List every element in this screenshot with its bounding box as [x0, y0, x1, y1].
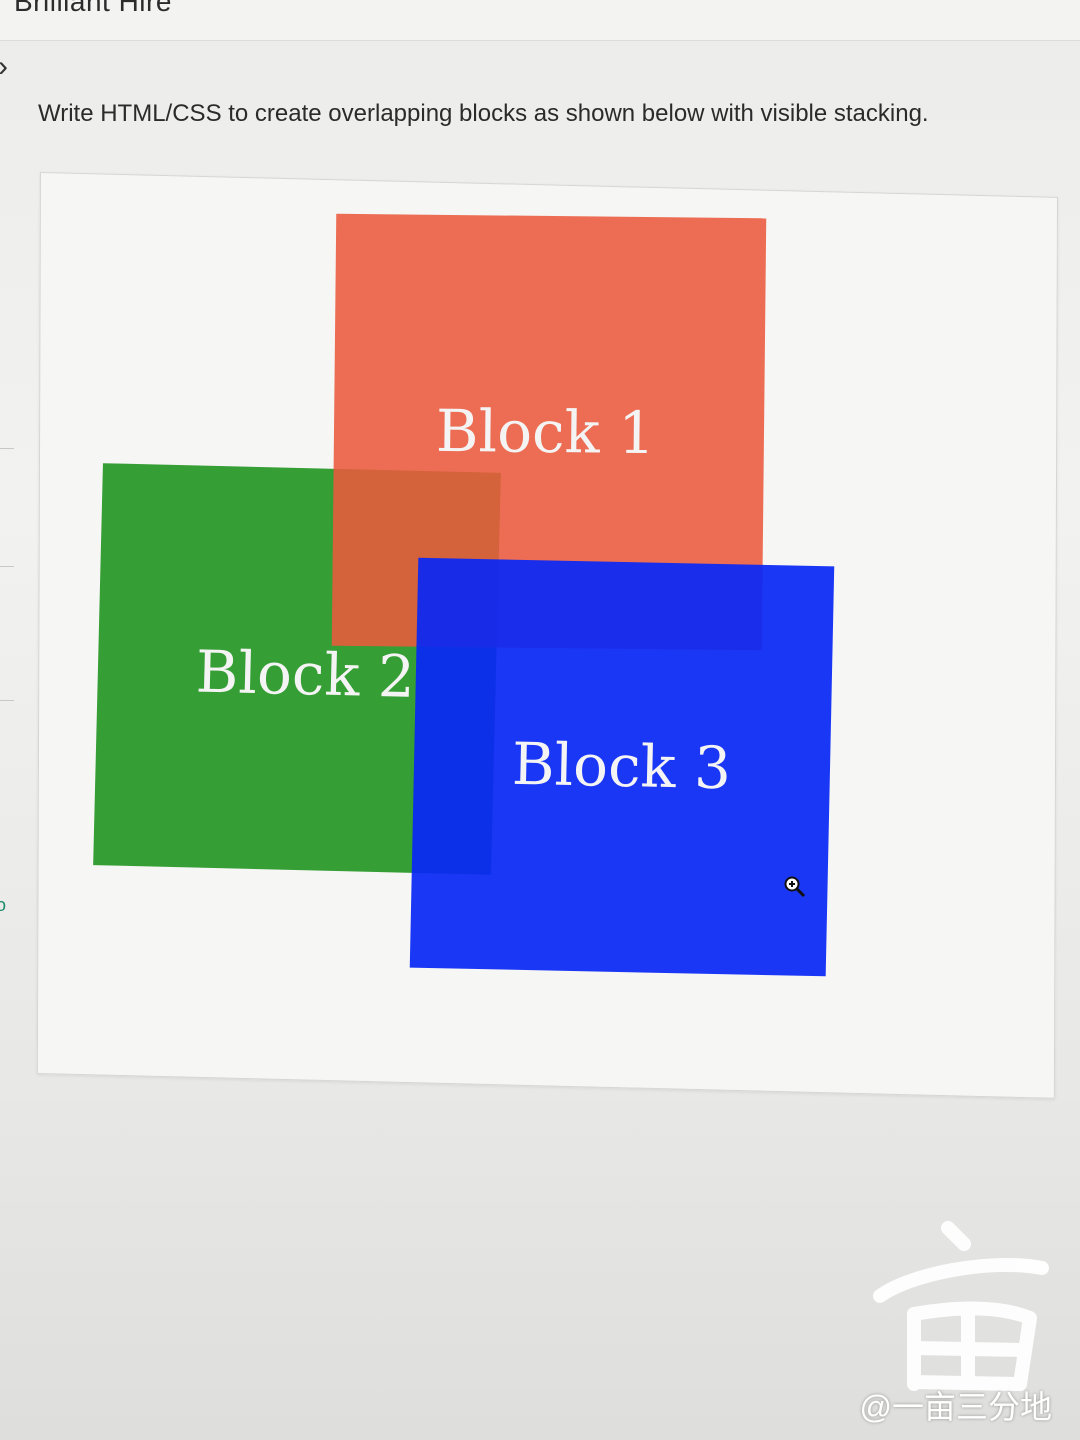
- brand-title: Brilliant Hire: [14, 0, 172, 17]
- watermark-text: @一亩三分地: [859, 1389, 1053, 1425]
- zoom-in-icon: [784, 876, 806, 898]
- block-3: Block 3: [409, 557, 835, 977]
- block-2-label: Block 2: [195, 637, 416, 711]
- sidebar-divider: [0, 448, 14, 449]
- sidebar-divider: [0, 700, 14, 701]
- app-header: Brilliant Hire: [0, 0, 1080, 41]
- sidebar-edge-text: o: [0, 895, 7, 915]
- sidebar-divider: [0, 566, 14, 567]
- block-1-label: Block 1: [435, 396, 656, 468]
- chevron-right-icon[interactable]: ›: [0, 52, 8, 82]
- watermark-logo: [873, 1221, 1049, 1391]
- question-instruction: Write HTML/CSS to create overlapping blo…: [38, 100, 929, 127]
- block-3-label: Block 3: [511, 729, 732, 803]
